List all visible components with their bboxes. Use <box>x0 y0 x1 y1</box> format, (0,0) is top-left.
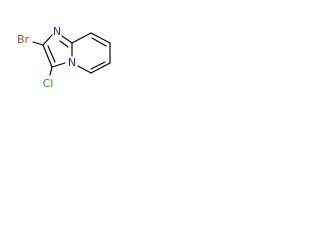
bond-c8a-to-n1 <box>61 35 73 44</box>
bond-c3-to-n <box>51 62 66 68</box>
bromine-label: Br <box>17 33 30 46</box>
five-membered-ring-bonds <box>42 34 73 68</box>
substituent-bonds <box>32 41 53 76</box>
bond-c2-to-br <box>32 41 44 46</box>
bond-c2-to-c3-double <box>47 45 56 63</box>
bond-c6-to-c5 <box>90 62 111 74</box>
six-membered-ring-bonds <box>71 32 111 74</box>
molecule-structure: N N Br Cl <box>17 25 111 90</box>
chlorine-label: Cl <box>43 77 54 90</box>
bond-n1-to-c2 <box>42 34 53 46</box>
bond-c5-to-n <box>77 65 92 74</box>
bond-c8-to-c7 <box>90 32 111 44</box>
bond-c8a-to-n1-double <box>59 40 69 48</box>
bond-c6-to-c5-double <box>90 61 106 70</box>
bond-c7-to-c7-double <box>91 37 107 47</box>
imine-nitrogen-label: N <box>53 25 61 38</box>
bond-c8a-to-c8 <box>71 32 92 44</box>
bridgehead-nitrogen-label: N <box>68 56 76 69</box>
bond-c3-to-cl <box>49 66 53 76</box>
bond-c2-to-c3 <box>42 44 53 68</box>
